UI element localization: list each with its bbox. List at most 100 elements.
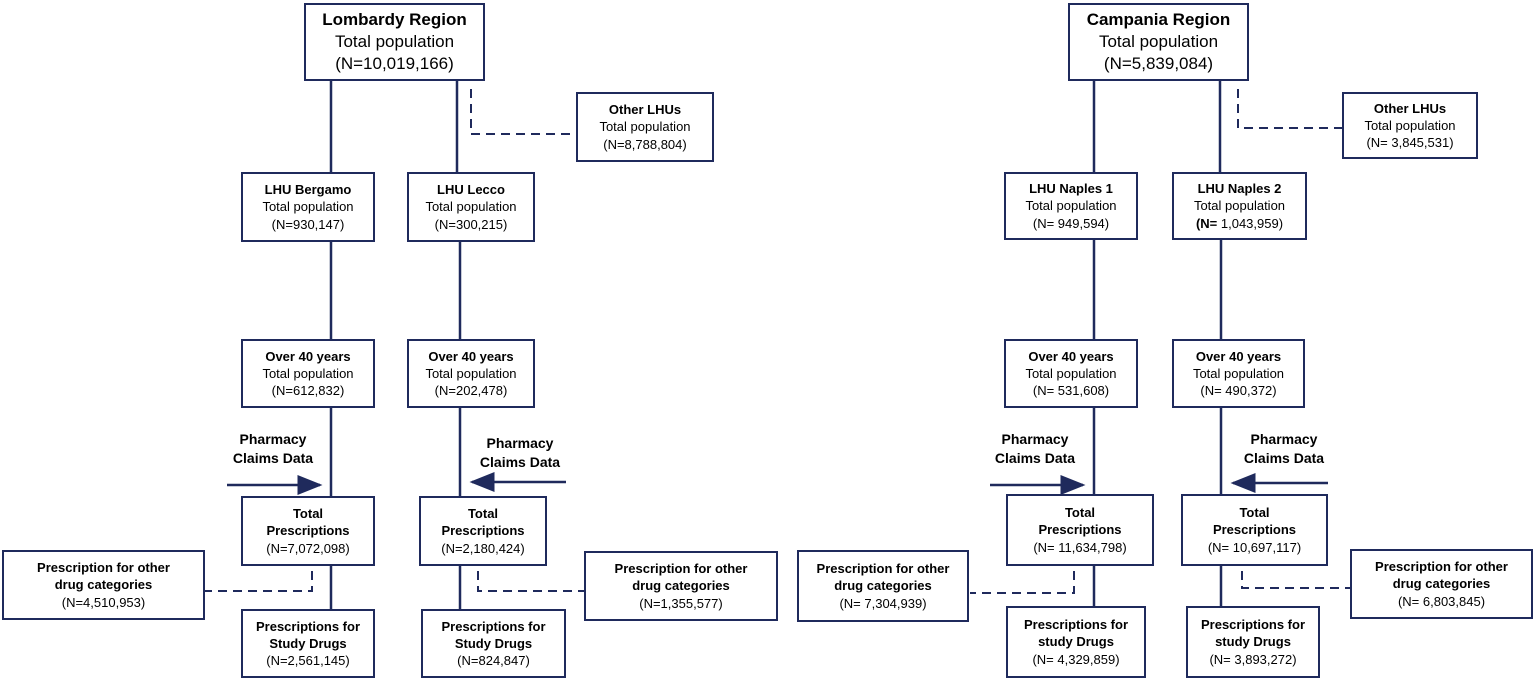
naples2-over40-title: Over 40 years	[1195, 348, 1282, 364]
bergamo-lhu-box: LHU Bergamo Total population (N=930,147)	[241, 172, 375, 242]
lecco-lhu-count: (N=300,215)	[434, 216, 508, 232]
naples2-over40-subtitle: Total population	[1192, 365, 1285, 381]
naples1-study-drugs-title2: study Drugs	[1038, 634, 1114, 650]
lecco-lhu-title: LHU Lecco	[437, 182, 505, 198]
campania-other-lhus-subtitle: Total population	[1364, 117, 1456, 133]
lecco-other-drugs-box: Prescription for other drug categories (…	[584, 551, 778, 621]
lombardy-region-title: Lombardy Region	[322, 9, 467, 29]
bergamo-lhu-count: (N=930,147)	[271, 216, 345, 232]
lecco-lhu-subtitle: Total population	[425, 199, 517, 215]
naples1-over40-subtitle: Total population	[1025, 365, 1117, 381]
naples2-study-drugs-title2: study Drugs	[1215, 634, 1291, 650]
campania-other-lhus-title: Other LHUs	[1373, 100, 1447, 116]
lecco-other-drugs-count: (N=1,355,577)	[639, 595, 723, 611]
naples1-total-rx-title1: Total	[1064, 505, 1096, 521]
lecco-over40-subtitle: Total population	[425, 365, 517, 381]
naples2-lhu-count: (N= 1,043,959)	[1196, 215, 1283, 232]
naples2-other-drugs-line2: drug categories	[1392, 576, 1491, 592]
lecco-over40-title: Over 40 years	[428, 348, 514, 364]
naples1-other-drugs-count: (N= 7,304,939)	[839, 595, 927, 611]
naples2-study-drugs-count: (N= 3,893,272)	[1209, 651, 1297, 667]
campania-region-count: (N=5,839,084)	[1103, 54, 1214, 74]
claims-label-line1: Pharmacy	[1250, 431, 1318, 447]
bergamo-study-drugs-title1: Prescriptions for	[255, 618, 361, 634]
naples1-total-rx-title2: Prescriptions	[1038, 522, 1122, 538]
lombardy-other-lhus-subtitle: Total population	[599, 119, 691, 135]
claims-label-line2: Claims Data	[232, 449, 314, 466]
lecco-over40-count: (N=202,478)	[434, 383, 508, 399]
dashed-lombardy-other-lhus	[470, 89, 576, 135]
naples2-total-rx-box: Total Prescriptions (N= 10,697,117)	[1181, 494, 1328, 566]
lecco-over40-box: Over 40 years Total population (N=202,47…	[407, 339, 535, 408]
naples2-study-drugs-box: Prescriptions for study Drugs (N= 3,893,…	[1186, 606, 1320, 678]
naples1-total-rx-count: (N= 11,634,798)	[1033, 539, 1127, 555]
lecco-study-drugs-count: (N=824,847)	[457, 653, 530, 669]
lecco-study-drugs-box: Prescriptions for Study Drugs (N=824,847…	[421, 609, 566, 678]
naples2-lhu-box: LHU Naples 2 Total population (N= 1,043,…	[1172, 172, 1307, 240]
bergamo-over40-title: Over 40 years	[265, 348, 351, 364]
naples1-over40-box: Over 40 years Total population (N= 531,6…	[1004, 339, 1138, 408]
naples1-over40-title: Over 40 years	[1028, 348, 1114, 364]
bergamo-over40-count: (N=612,832)	[271, 383, 345, 399]
naples1-lhu-box: LHU Naples 1 Total population (N= 949,59…	[1004, 172, 1138, 240]
naples2-lhu-count-prefix: (N=	[1195, 215, 1218, 231]
lecco-other-drugs-line2: drug categories	[632, 578, 730, 594]
lecco-total-rx-title2: Prescriptions	[441, 523, 525, 539]
dashed-bergamo-other-drugs	[205, 571, 313, 592]
campania-region-box: Campania Region Total population (N=5,83…	[1068, 3, 1249, 81]
naples2-total-rx-count: (N= 10,697,117)	[1207, 539, 1302, 555]
naples1-other-drugs-line2: drug categories	[834, 578, 932, 594]
naples1-other-drugs-box: Prescription for other drug categories (…	[797, 550, 969, 622]
naples2-total-rx-title1: Total	[1239, 505, 1270, 521]
lombardy-region-count: (N=10,019,166)	[335, 54, 454, 74]
bergamo-study-drugs-box: Prescriptions for Study Drugs (N=2,561,1…	[241, 609, 375, 678]
naples1-other-drugs-line1: Prescription for other	[816, 561, 950, 577]
naples1-lhu-title: LHU Naples 1	[1029, 181, 1113, 197]
naples2-other-drugs-line1: Prescription for other	[1375, 559, 1508, 575]
lecco-total-rx-box: Total Prescriptions (N=2,180,424)	[419, 496, 547, 566]
lombardy-other-lhus-title: Other LHUs	[608, 102, 682, 118]
naples1-study-drugs-count: (N= 4,329,859)	[1032, 651, 1120, 667]
bergamo-over40-box: Over 40 years Total population (N=612,83…	[241, 339, 375, 408]
naples2-over40-count: (N= 490,372)	[1200, 383, 1277, 399]
lombardy-other-lhus-count: (N=8,788,804)	[603, 136, 687, 152]
campania-region-subtitle: Total population	[1098, 31, 1219, 51]
bergamo-total-rx-title2: Prescriptions	[266, 523, 350, 539]
lecco-study-drugs-title1: Prescriptions for	[441, 618, 546, 634]
claims-label-line1: Pharmacy	[1001, 431, 1069, 447]
campania-region-title: Campania Region	[1086, 9, 1231, 29]
campania-other-lhus-box: Other LHUs Total population (N= 3,845,53…	[1342, 92, 1478, 159]
naples1-study-drugs-box: Prescriptions for study Drugs (N= 4,329,…	[1006, 606, 1146, 678]
bergamo-study-drugs-title2: Study Drugs	[269, 635, 347, 651]
bergamo-study-drugs-count: (N=2,561,145)	[266, 653, 350, 669]
lecco-total-rx-count: (N=2,180,424)	[441, 540, 525, 556]
dashed-naples1-other-drugs	[970, 571, 1075, 594]
claims-label-line2: Claims Data	[479, 453, 561, 470]
naples2-other-drugs-box: Prescription for other drug categories (…	[1350, 549, 1533, 619]
claims-label-line1: Pharmacy	[486, 435, 554, 451]
bergamo-other-drugs-box: Prescription for other drug categories (…	[2, 550, 205, 620]
naples1-total-rx-box: Total Prescriptions (N= 11,634,798)	[1006, 494, 1154, 566]
bergamo-other-drugs-count: (N=4,510,953)	[61, 594, 146, 610]
dashed-lecco-other-drugs	[477, 571, 584, 592]
lecco-claims-label: Pharmacy Claims Data	[465, 434, 575, 472]
naples1-over40-count: (N= 531,608)	[1032, 383, 1110, 399]
naples2-claims-label: Pharmacy Claims Data	[1229, 430, 1339, 468]
bergamo-total-rx-title1: Total	[292, 506, 324, 522]
lombardy-region-box: Lombardy Region Total population (N=10,0…	[304, 3, 485, 81]
naples2-study-drugs-title1: Prescriptions for	[1200, 617, 1306, 633]
bergamo-claims-label: Pharmacy Claims Data	[218, 430, 328, 468]
bergamo-over40-subtitle: Total population	[262, 365, 354, 381]
naples2-other-drugs-count: (N= 6,803,845)	[1397, 593, 1486, 609]
naples2-lhu-count-value: 1,043,959)	[1217, 215, 1284, 231]
lombardy-other-lhus-box: Other LHUs Total population (N=8,788,804…	[576, 92, 714, 162]
naples2-over40-box: Over 40 years Total population (N= 490,3…	[1172, 339, 1305, 408]
claims-label-line1: Pharmacy	[239, 431, 307, 447]
campania-other-lhus-count: (N= 3,845,531)	[1366, 135, 1454, 151]
claims-label-line2: Claims Data	[1243, 449, 1325, 466]
bergamo-total-rx-box: Total Prescriptions (N=7,072,098)	[241, 496, 375, 566]
naples1-claims-label: Pharmacy Claims Data	[980, 430, 1090, 468]
naples2-lhu-title: LHU Naples 2	[1197, 181, 1282, 197]
dashed-naples2-other-drugs	[1241, 571, 1350, 589]
